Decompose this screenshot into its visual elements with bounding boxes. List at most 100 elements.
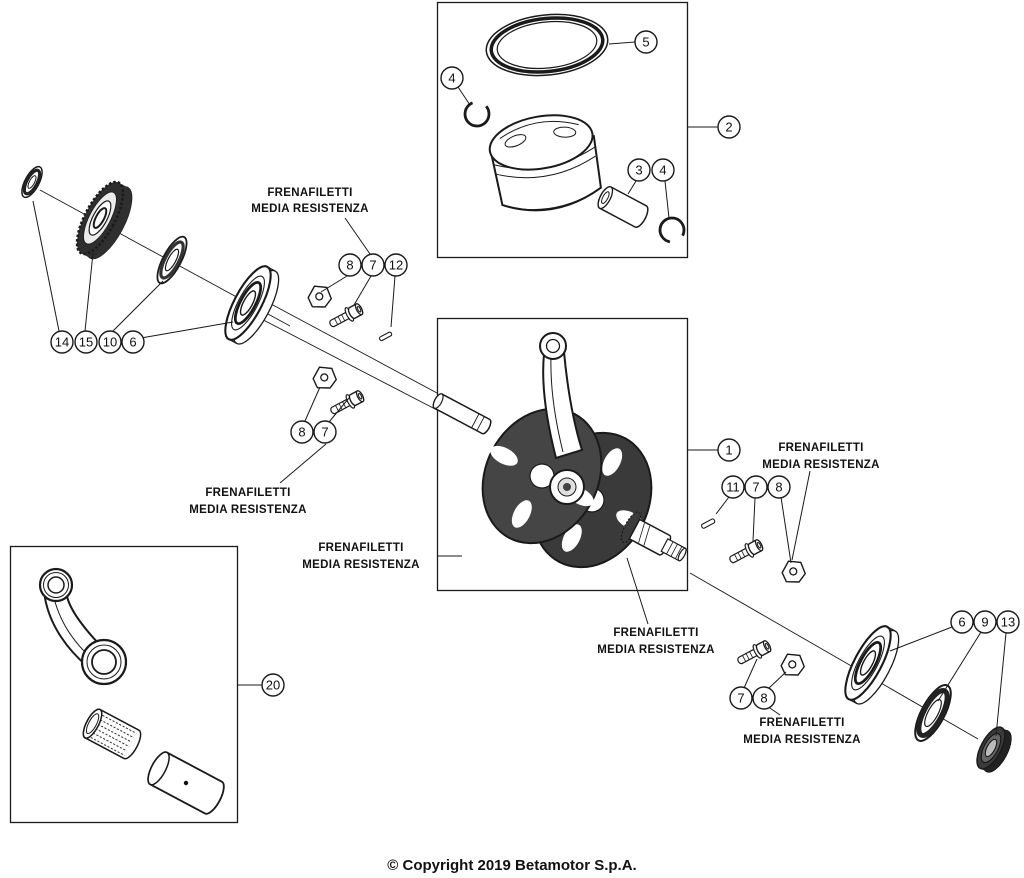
svg-text:7: 7 (737, 691, 744, 706)
main-bearing-right (835, 619, 909, 712)
connecting-rod-kit (38, 567, 225, 815)
bolt-upper (326, 300, 366, 332)
callout-7-upper: 7 (361, 253, 385, 277)
svg-text:4: 4 (659, 163, 666, 178)
note-line: MEDIA RESISTENZA (189, 504, 306, 516)
copyright-text: © Copyright 2019 Betamotor S.p.A. (387, 857, 636, 874)
piston-pin (597, 186, 649, 228)
oil-seal-right (914, 684, 952, 742)
callout-6-right: 6 (950, 610, 974, 634)
callout-3: 3 (627, 158, 651, 182)
bolt-bottom (734, 637, 774, 669)
svg-text:14: 14 (55, 335, 69, 350)
callout-7-bottom: 7 (729, 686, 753, 710)
crank-shaft-right-end (620, 511, 687, 562)
callout-8-mid: 8 (290, 420, 314, 444)
svg-text:7: 7 (321, 425, 328, 440)
svg-text:8: 8 (298, 425, 305, 440)
bolt-right (726, 536, 766, 568)
svg-text:7: 7 (369, 258, 376, 273)
piston-pin-circlip-right (656, 214, 688, 246)
dowel-pin-small (379, 331, 393, 342)
callout-12: 12 (384, 253, 408, 277)
crank-pin-end (549, 469, 585, 505)
note-line: FRENAFILETTI (267, 187, 352, 199)
note-line: FRENAFILETTI (613, 627, 698, 639)
threadlock-note-center-bottom: FRENAFILETTI MEDIA RESISTENZA (597, 627, 714, 656)
callout-2: 2 (717, 115, 741, 139)
crankshaft-nut (976, 726, 1012, 773)
threadlock-note-left: FRENAFILETTI MEDIA RESISTENZA (189, 487, 306, 516)
callout-6-left: 6 (121, 330, 145, 354)
dowel-pin-right (701, 518, 716, 529)
svg-text:6: 6 (958, 615, 965, 630)
note-line: FRENAFILETTI (318, 542, 403, 554)
note-line: MEDIA RESISTENZA (302, 559, 419, 571)
callout-5: 5 (634, 30, 658, 54)
piston-assembly-box (436, 1, 689, 259)
svg-text:1: 1 (725, 443, 732, 458)
threadlock-note-upper-left: FRENAFILETTI MEDIA RESISTENZA (251, 187, 368, 215)
callout-9: 9 (973, 610, 997, 634)
piston (488, 114, 602, 212)
svg-text:12: 12 (389, 258, 403, 273)
callout-8-bottom: 8 (752, 686, 776, 710)
svg-text:8: 8 (775, 480, 782, 495)
connecting-rod-kit-box (9, 545, 239, 824)
svg-text:15: 15 (79, 335, 93, 350)
note-line: FRENAFILETTI (778, 442, 863, 454)
crank-shaft-left-end (432, 393, 492, 435)
note-line: FRENAFILETTI (759, 717, 844, 729)
callout-20: 20 (261, 673, 285, 697)
svg-text:2: 2 (725, 120, 732, 135)
callout-4-top: 4 (440, 66, 464, 90)
seal-washer (156, 235, 188, 285)
note-line: FRENAFILETTI (205, 487, 290, 499)
svg-text:8: 8 (346, 258, 353, 273)
threadlock-note-right: FRENAFILETTI MEDIA RESISTENZA (762, 442, 879, 471)
leader-lines (32, 41, 1007, 737)
crankshaft (432, 332, 687, 569)
svg-text:20: 20 (266, 678, 280, 693)
callout-11: 11 (721, 475, 745, 499)
needle-bearing (82, 708, 142, 760)
svg-text:6: 6 (129, 335, 136, 350)
primary-gear (75, 180, 133, 260)
crankshaft-assembly-box (436, 317, 689, 592)
note-line: MEDIA RESISTENZA (251, 203, 368, 215)
callout-14: 14 (50, 330, 74, 354)
piston-ring-set (485, 13, 609, 77)
svg-text:9: 9 (981, 615, 988, 630)
note-line: MEDIA RESISTENZA (762, 459, 879, 471)
svg-text:10: 10 (103, 335, 117, 350)
note-line: MEDIA RESISTENZA (743, 734, 860, 746)
callout-15: 15 (74, 330, 98, 354)
tab-washer-right (779, 556, 810, 588)
svg-text:8: 8 (760, 691, 767, 706)
svg-text:5: 5 (642, 35, 649, 50)
oil-seal-left (21, 165, 43, 199)
note-line: MEDIA RESISTENZA (597, 644, 714, 656)
main-bearing-left (215, 259, 289, 352)
callout-4-pin: 4 (651, 158, 675, 182)
threadlock-note-center-left: FRENAFILETTI MEDIA RESISTENZA (302, 542, 419, 571)
callout-1: 1 (717, 438, 741, 462)
callout-10: 10 (98, 330, 122, 354)
svg-text:13: 13 (1001, 615, 1015, 630)
svg-text:3: 3 (635, 163, 642, 178)
tab-washer-mid (310, 362, 341, 394)
svg-text:7: 7 (752, 480, 759, 495)
bolt-mid (327, 387, 367, 419)
svg-text:11: 11 (726, 480, 740, 495)
svg-text:4: 4 (448, 71, 455, 86)
crank-pin (147, 751, 225, 815)
connecting-rod-installed (539, 332, 584, 460)
callout-8-upper: 8 (338, 253, 362, 277)
callout-13: 13 (996, 610, 1020, 634)
piston-pin-circlip-left (458, 95, 496, 133)
callout-7-mid: 7 (313, 420, 337, 444)
callout-8-right: 8 (767, 475, 791, 499)
callout-7-right: 7 (744, 475, 768, 499)
